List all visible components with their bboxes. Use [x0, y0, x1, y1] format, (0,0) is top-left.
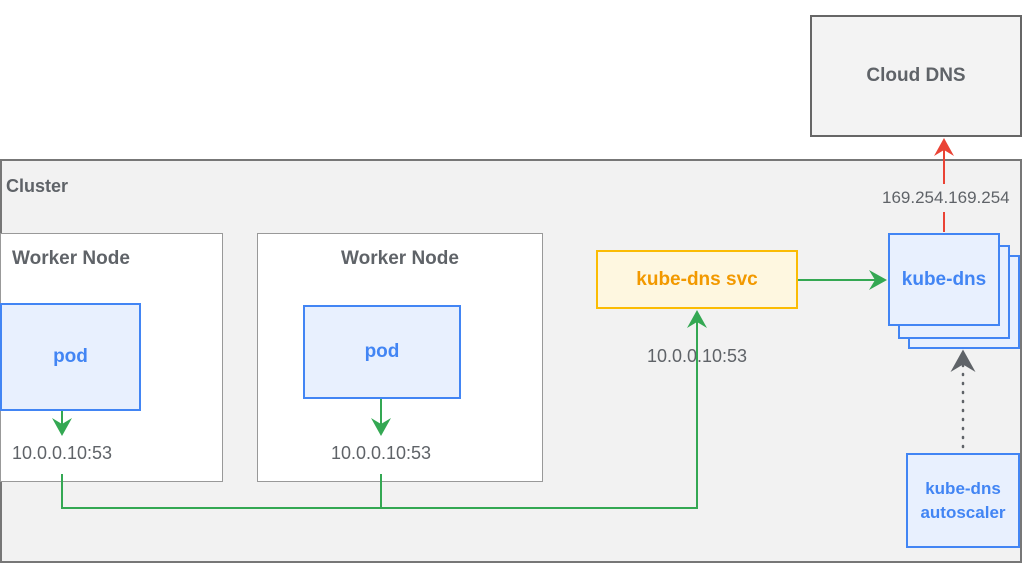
kube-dns-box: kube-dns	[888, 233, 1000, 326]
pod-1-label: pod	[53, 346, 88, 367]
autoscaler-box: kube-dns autoscaler	[906, 453, 1020, 548]
worker-node-1-title: Worker Node	[12, 248, 130, 269]
pod-2-address: 10.0.0.10:53	[330, 443, 432, 463]
pod-1-address: 10.0.0.10:53	[11, 443, 113, 463]
cloud-dns-box: Cloud DNS	[810, 15, 1022, 137]
autoscaler-line1: kube-dns	[925, 478, 1001, 498]
pod-to-svc-line	[61, 310, 707, 509]
kube-dns-svc-box: kube-dns svc	[596, 250, 798, 309]
worker-node-2-title: Worker Node	[341, 248, 459, 269]
upstream-address: 169.254.169.254	[882, 188, 1010, 208]
kube-dns-label: kube-dns	[901, 268, 987, 290]
pod-2-label: pod	[364, 341, 400, 362]
pod-1: pod	[0, 303, 141, 411]
pod-2: pod	[303, 305, 461, 399]
autoscaler-line2: autoscaler	[920, 502, 1006, 522]
cloud-dns-label: Cloud DNS	[866, 65, 966, 86]
cluster-label: Cluster	[6, 176, 69, 196]
kube-dns-svc-label: kube-dns svc	[636, 268, 758, 290]
